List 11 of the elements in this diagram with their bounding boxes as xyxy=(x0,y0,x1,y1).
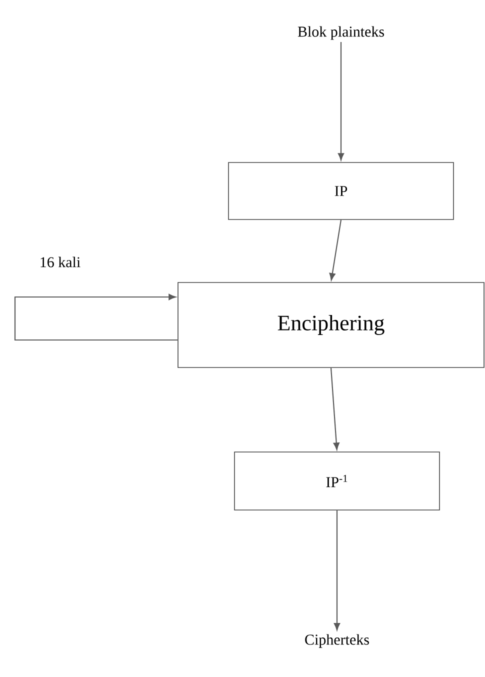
process-box: IP$^{-1}$ xyxy=(234,452,440,510)
edge-label: 16 kali xyxy=(40,256,80,268)
process-box: Enciphering xyxy=(178,282,484,368)
arrow xyxy=(330,368,340,450)
text-label: Blok plainteks xyxy=(298,26,384,40)
process-box: IP xyxy=(228,162,454,220)
arrow xyxy=(14,294,178,341)
text-label: Cipherteks xyxy=(305,634,369,648)
arrow xyxy=(338,42,344,160)
arrow xyxy=(329,220,342,280)
arrow xyxy=(334,510,340,630)
